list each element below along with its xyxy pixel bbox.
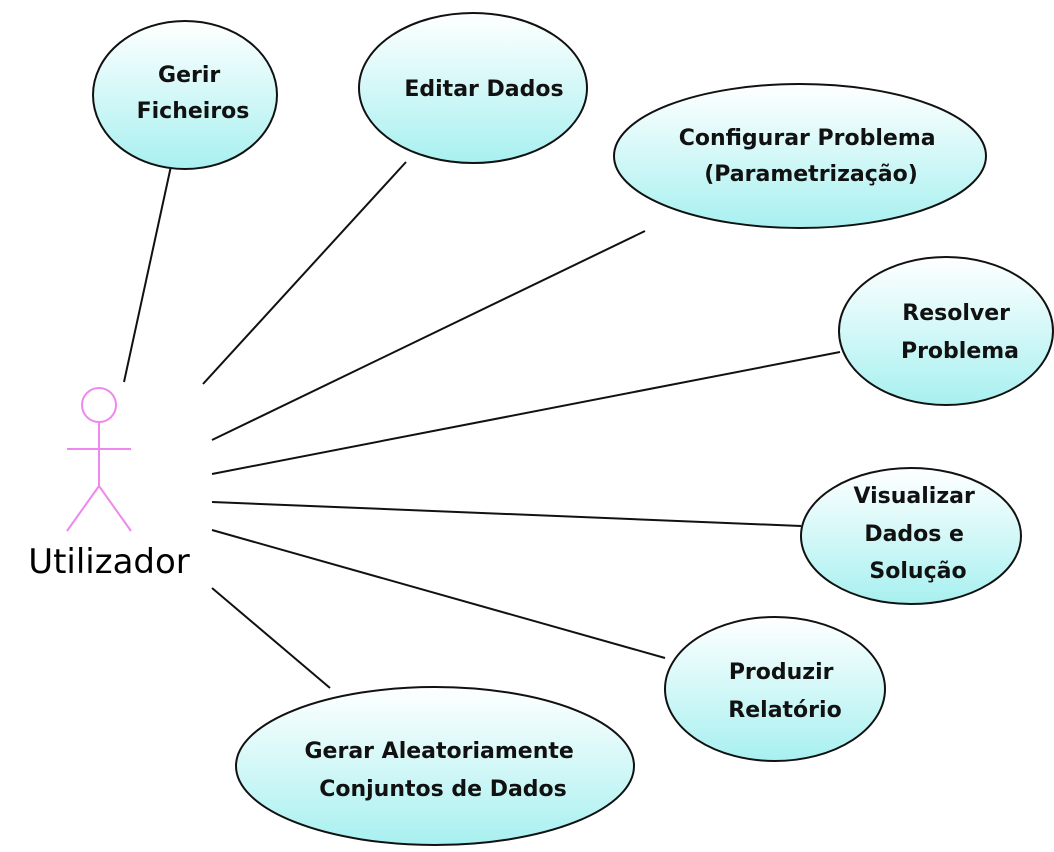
- use-case-ellipse: [613, 83, 987, 229]
- use-case-gerar-aleatoriamente[interactable]: Gerar Aleatoriamente Conjuntos de Dados: [235, 686, 635, 846]
- use-case-label: Produzir Relatório: [728, 660, 841, 723]
- association-gerar-aleatoriamente: [211, 587, 331, 689]
- stick-figure-icon: [66, 387, 132, 532]
- use-case-label: Gerir Ficheiros: [137, 63, 250, 124]
- use-case-ellipse: [235, 686, 635, 846]
- use-case-label: Visualizar Dados e Solução: [853, 484, 982, 584]
- use-case-configurar-problema[interactable]: Configurar Problema (Parametrização): [613, 83, 987, 229]
- association-editar-dados: [202, 161, 407, 385]
- association-gerir-ficheiros: [123, 165, 172, 383]
- use-case-ellipse: [358, 12, 588, 164]
- use-case-label: Editar Dados: [404, 77, 563, 102]
- association-resolver-problema: [211, 351, 841, 475]
- use-case-ellipse: [664, 616, 886, 762]
- use-case-ellipse: [92, 20, 278, 170]
- use-case-visualizar-dados[interactable]: Visualizar Dados e Solução: [800, 467, 1022, 605]
- association-produzir-relatorio: [211, 529, 666, 659]
- use-case-gerir-ficheiros[interactable]: Gerir Ficheiros: [92, 20, 278, 170]
- use-case-editar-dados[interactable]: Editar Dados: [358, 12, 588, 164]
- use-case-resolver-problema[interactable]: Resolver Problema: [838, 256, 1054, 406]
- use-case-ellipse: [838, 256, 1054, 406]
- use-case-label: Gerar Aleatoriamente Conjuntos de Dados: [305, 739, 582, 802]
- use-case-ellipse: [800, 467, 1022, 605]
- use-case-produzir-relatorio[interactable]: Produzir Relatório: [664, 616, 886, 762]
- actor-name: Utilizador: [28, 542, 190, 582]
- association-visualizar-dados: [211, 501, 802, 527]
- association-configurar-problema: [211, 230, 646, 441]
- actor: Utilizador: [28, 387, 190, 582]
- use-case-label: Configurar Problema (Parametrização): [679, 126, 944, 187]
- associations: [123, 161, 841, 689]
- use-case-label: Resolver Problema: [901, 301, 1019, 364]
